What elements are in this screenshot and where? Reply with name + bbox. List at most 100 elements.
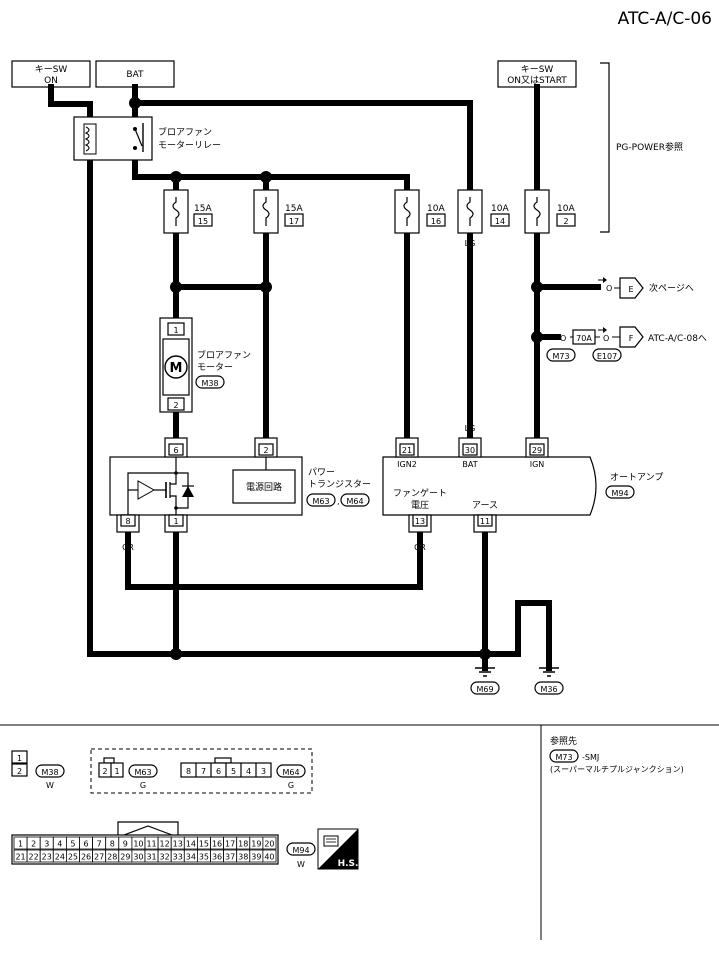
pt-pin-2: 2 xyxy=(263,446,268,455)
m94-pin-label: 20 xyxy=(264,840,274,849)
m64-pin-d: 5 xyxy=(231,767,236,776)
amp-pin-30: 30 xyxy=(465,446,475,455)
m94-pin-label: 6 xyxy=(84,840,89,849)
next-page-connector: O E 次ページへ xyxy=(598,277,694,299)
motor-label-line1: ブロアファン xyxy=(197,349,251,361)
m94-pin-label: 11 xyxy=(146,840,156,849)
fuse-14-wire: LG xyxy=(465,239,476,248)
key-sw-on-line2: ON xyxy=(44,76,58,86)
m94-pin-label: 29 xyxy=(120,853,130,862)
fuse-14-number: 14 xyxy=(495,217,505,226)
motor-letter: M xyxy=(170,361,183,376)
m94-pin-label: 16 xyxy=(212,840,222,849)
auto-amp-label: オートアンプ xyxy=(610,472,663,483)
pt-label-line1: パワー xyxy=(308,467,335,478)
pg-power-bracket xyxy=(600,62,610,233)
pt-power-circuit: 電源回路 xyxy=(246,481,282,493)
pg-power-ref: PG-POWER参照 xyxy=(616,141,683,153)
atc-ref-fuse: 70A xyxy=(576,334,592,343)
source-bat: BAT xyxy=(95,60,175,88)
connector-group-m63-m64 xyxy=(90,748,313,794)
pt-pin-1: 1 xyxy=(173,517,178,526)
fuse-2-wire: O xyxy=(534,239,540,248)
next-page-conn: E xyxy=(628,285,633,294)
next-page-label: 次ページへ xyxy=(649,282,694,294)
m64-pin-b: 7 xyxy=(201,767,206,776)
source-key-sw-on: キーSW ON xyxy=(11,60,91,88)
m94-pin-label: 34 xyxy=(186,853,196,862)
m94-pin-label: 12 xyxy=(160,840,170,849)
fuse-17: 15A 17 Y xyxy=(253,189,304,248)
amp-fan-gate-line2: 電圧 xyxy=(411,500,429,511)
blower-motor: Y 1 M 2 ブロアファン モーター M38 R xyxy=(159,305,251,433)
reference-conn: M73 xyxy=(555,753,572,762)
m64-id: M64 xyxy=(282,768,299,777)
ground-m36-label: M36 xyxy=(540,685,557,694)
connector-m38: 1 2 M38 W xyxy=(11,750,65,790)
auto-amp-conn: M94 xyxy=(611,489,628,498)
fuse-15-wire: Y xyxy=(173,239,179,248)
m94-pin-cell xyxy=(262,849,277,863)
m94-id: M94 xyxy=(292,846,309,855)
bat-label: BAT xyxy=(126,70,144,80)
pt-conn-sep: , xyxy=(337,497,340,506)
m94-pin-label: 1 xyxy=(18,840,23,849)
m94-pin-label: 35 xyxy=(199,853,209,862)
amp-pin-29: 29 xyxy=(532,446,542,455)
auto-amp: 21 30 29 IGN2 BAT IGN オートアンプ M94 ファンゲート … xyxy=(382,437,663,533)
motor-wire-bottom: R xyxy=(173,424,179,433)
ground-m69-label: M69 xyxy=(476,685,493,694)
motor-pin-1: 1 xyxy=(173,326,178,335)
atc-ref-wire-in: O xyxy=(560,334,566,343)
m94-pin-label: 19 xyxy=(251,840,261,849)
amp-pin29-wire: O xyxy=(534,424,540,433)
m94-pin-label: 40 xyxy=(264,853,274,862)
hs-label: H.S. xyxy=(338,859,359,869)
motor-wire-top: Y xyxy=(173,305,179,314)
m64-color: G xyxy=(288,781,294,790)
relay-label-line2: モーターリレー xyxy=(158,140,221,151)
reference-title: 参照先 xyxy=(550,735,577,747)
m94-pin-label: 18 xyxy=(238,840,248,849)
m38-id: M38 xyxy=(41,768,58,777)
pt-label-line2: トランジスター xyxy=(308,479,371,490)
m94-pin-label: 33 xyxy=(173,853,183,862)
wire-b-pt: B xyxy=(173,624,179,633)
key-sw-on-line1: キーSW xyxy=(35,65,68,75)
m94-pin-label: 14 xyxy=(186,840,196,849)
m94-pin-label: 5 xyxy=(70,840,75,849)
power-transistor: 6 2 8 1 電源回路 パワー トランジスター M63 , xyxy=(109,437,371,533)
fuse-15-amp: 15A xyxy=(194,204,212,214)
m94-pin-label: 2 xyxy=(31,840,36,849)
m94-pin-label: 37 xyxy=(225,853,235,862)
fuse-16-wire: Y xyxy=(404,239,410,248)
atc-ref-conn: F xyxy=(629,334,634,343)
amp-pin-21: 21 xyxy=(402,446,412,455)
m64-pin-c: 6 xyxy=(216,767,221,776)
m94-pin-label: 13 xyxy=(173,840,183,849)
atc-ref-conn-e107: E107 xyxy=(597,352,617,361)
wire-b-left: B xyxy=(87,624,93,633)
amp-pin-13: 13 xyxy=(415,517,425,526)
fuse-15-number: 15 xyxy=(198,217,208,226)
motor-pin-2: 2 xyxy=(173,401,178,410)
pt-pin2-wire: Y xyxy=(263,424,269,433)
source-key-sw-start: キーSW ON又はSTART xyxy=(497,60,577,88)
pt-conn-m64: M64 xyxy=(346,497,363,506)
m94-pin-label: 15 xyxy=(199,840,209,849)
wire-b-right2: B xyxy=(546,624,552,633)
m64-pin-e: 4 xyxy=(246,767,251,776)
key-sw-start-line2: ON又はSTART xyxy=(507,75,567,86)
motor-label-line2: モーター xyxy=(197,362,233,373)
m94-pin-label: 27 xyxy=(94,853,104,862)
m94-pin-label: 24 xyxy=(55,853,65,862)
fuse-14-amp: 10A xyxy=(491,204,509,214)
atc-ref-wire-out: O xyxy=(603,334,609,343)
amp-pin30-wire: LG xyxy=(465,424,476,433)
fuse-15: 15A 15 Y xyxy=(163,189,213,248)
amp-ground-name: アース xyxy=(472,501,498,511)
m94-pin-label: 23 xyxy=(42,853,52,862)
fuse-14: 10A 14 LG xyxy=(457,189,510,248)
fuse-16-amp: 10A xyxy=(427,204,445,214)
